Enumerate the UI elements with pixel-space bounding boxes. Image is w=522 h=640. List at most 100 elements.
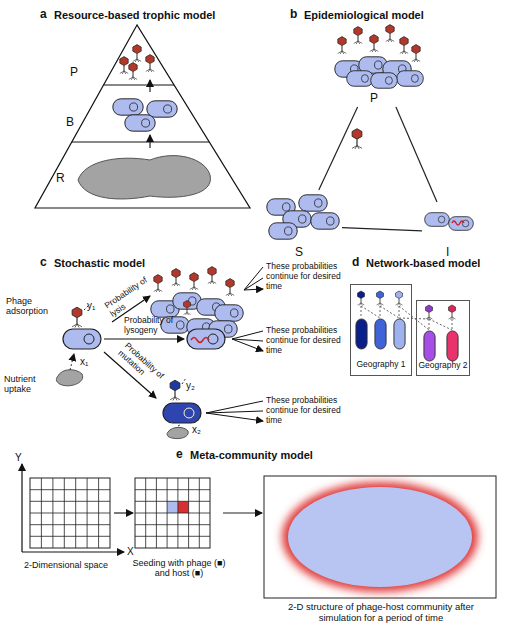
epidemic-cells bbox=[425, 213, 450, 227]
continuation-note: These probabilities continue for desired… bbox=[266, 396, 354, 425]
flow-arrow bbox=[149, 135, 150, 148]
epidemic-cells bbox=[269, 223, 298, 239]
trophic-pyramid bbox=[146, 55, 154, 72]
node-text: B bbox=[66, 116, 74, 130]
metacommunity-grid bbox=[264, 476, 496, 598]
stochastic-process bbox=[244, 267, 263, 290]
panel-letter: d bbox=[352, 256, 359, 270]
geography-box: Geography 1 bbox=[350, 284, 412, 376]
network-graph bbox=[375, 319, 386, 349]
epidemic-cells bbox=[299, 195, 328, 211]
axis-label: X bbox=[127, 546, 134, 558]
trophic-pyramid bbox=[129, 63, 137, 80]
trophic-pyramid bbox=[133, 45, 141, 62]
stochastic-process bbox=[191, 338, 209, 343]
node-text: 2-D structure of phage-host community af… bbox=[268, 602, 494, 624]
trophic-pyramid bbox=[125, 115, 155, 131]
network-graph bbox=[356, 319, 367, 349]
process-note: Nutrient uptake bbox=[4, 374, 54, 395]
network-graph bbox=[424, 331, 435, 361]
epidemic-cells bbox=[371, 73, 398, 88]
stochastic-process bbox=[63, 329, 101, 349]
trophic-level: P bbox=[62, 30, 228, 80]
probability-label: Probability of lysis bbox=[103, 273, 159, 319]
link-line bbox=[396, 107, 437, 202]
metacommunity-grid bbox=[135, 478, 210, 548]
link-line bbox=[342, 228, 422, 231]
continuation-note: These probabilities continue for desired… bbox=[266, 262, 354, 291]
result-panel: 2-D structure of phage-host community af… bbox=[262, 474, 498, 634]
metacommunity-grid bbox=[30, 478, 110, 548]
stochastic-process bbox=[232, 331, 263, 351]
metacommunity-grid bbox=[282, 482, 478, 592]
epidemic-cells bbox=[347, 71, 374, 86]
stochastic-process bbox=[163, 403, 201, 423]
stochastic-process bbox=[56, 370, 82, 386]
node-text: Geography 1 bbox=[351, 360, 411, 370]
metacommunity-grid bbox=[288, 487, 472, 587]
epidemic-cells bbox=[400, 37, 408, 54]
node-text: P bbox=[70, 66, 78, 80]
node-text: 2-Dimensional space bbox=[16, 560, 116, 570]
stochastic-process bbox=[154, 275, 162, 292]
stochastic-process bbox=[215, 305, 244, 321]
panel-title: Meta-community model bbox=[190, 449, 313, 462]
flow-arrow bbox=[223, 512, 262, 513]
population-group: I bbox=[422, 202, 478, 262]
rate-symbol: x₁ bbox=[80, 356, 88, 368]
metacommunity-grid bbox=[22, 551, 124, 552]
metacommunity-grid bbox=[135, 478, 210, 548]
node-text: Geography 2 bbox=[417, 361, 469, 371]
network-graph bbox=[361, 306, 452, 330]
network-graph bbox=[449, 305, 456, 320]
population-group: S bbox=[262, 190, 342, 262]
network-graph bbox=[377, 291, 384, 306]
panel-letter: b bbox=[290, 8, 297, 22]
geography-box: Geography 2 bbox=[416, 300, 470, 376]
trophic-level: B bbox=[62, 92, 228, 135]
panel-title: Stochastic model bbox=[54, 257, 145, 270]
panel-title: Epidemiological model bbox=[304, 9, 424, 22]
epidemic-cells bbox=[449, 217, 474, 231]
trophic-pyramid bbox=[78, 156, 210, 199]
process-note: Phage adsorption bbox=[6, 296, 62, 317]
stochastic-process bbox=[56, 267, 263, 439]
trophic-pyramid bbox=[35, 25, 250, 208]
metacommunity-grid bbox=[30, 478, 110, 548]
metacommunity-grid bbox=[21, 464, 22, 552]
stochastic-process bbox=[104, 338, 184, 339]
trophic-pyramid bbox=[113, 99, 143, 115]
metacommunity-grid bbox=[22, 464, 496, 598]
epidemic-cells bbox=[370, 35, 378, 52]
metacommunity-grid bbox=[167, 501, 178, 513]
node-text: R bbox=[56, 172, 65, 186]
node-text: S bbox=[295, 246, 303, 260]
node-text: P bbox=[370, 92, 378, 106]
epidemic-cells bbox=[352, 129, 362, 149]
network-graph bbox=[426, 305, 433, 320]
epidemic-cells bbox=[267, 25, 474, 240]
node-text: Seeding with phage (■) and host (■) bbox=[129, 558, 229, 579]
axis-label: Y bbox=[15, 452, 22, 464]
rate-symbol: y₂ bbox=[186, 380, 195, 392]
epidemic-cells bbox=[311, 213, 340, 229]
epidemic-cells bbox=[412, 45, 420, 62]
panel-letter: a bbox=[40, 8, 47, 22]
epidemic-cells bbox=[452, 221, 464, 225]
epidemic-cells bbox=[397, 71, 424, 86]
stochastic-process bbox=[70, 354, 74, 370]
stochastic-process bbox=[187, 329, 225, 349]
trophic-pyramid bbox=[120, 57, 128, 74]
stochastic-process bbox=[172, 269, 180, 286]
probability-label: Probability of lysogeny bbox=[124, 316, 186, 336]
trophic-level: R bbox=[62, 148, 228, 205]
trophic-pyramid bbox=[147, 101, 177, 117]
link-line bbox=[319, 107, 358, 190]
stochastic-process bbox=[182, 378, 186, 384]
rate-symbol: x₂ bbox=[192, 424, 201, 436]
grid-panel: 2-Dimensional space bbox=[18, 476, 114, 576]
metacommunity-grid bbox=[178, 501, 189, 513]
stochastic-process bbox=[184, 408, 194, 418]
